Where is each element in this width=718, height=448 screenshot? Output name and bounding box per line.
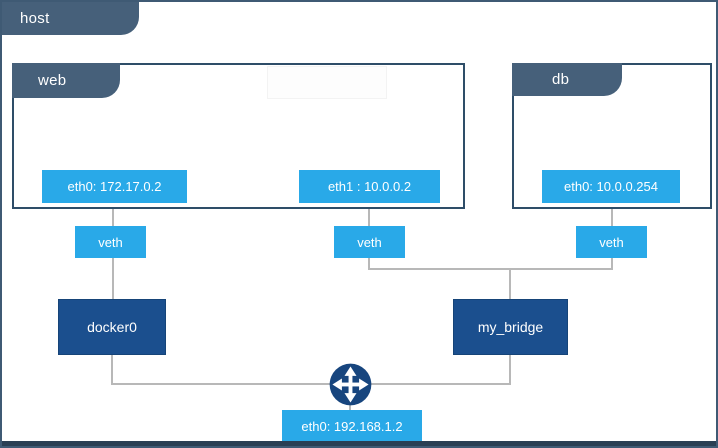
veth-db-eth0: veth (576, 226, 647, 258)
web-eth1-interface: eth1 : 10.0.0.2 (299, 170, 440, 203)
host-tab: host (2, 2, 139, 35)
connector-docker0-down (111, 355, 113, 385)
connector-web-eth0-to-veth (112, 202, 114, 226)
veth-label: veth (357, 234, 382, 250)
connector-veth-to-docker0 (112, 258, 114, 299)
connector-veth2-down (368, 258, 370, 270)
host-eth0-label: eth0: 192.168.1.2 (301, 418, 403, 434)
connector-web-eth1-to-veth (368, 202, 370, 226)
connector-mybridge-down (509, 355, 511, 385)
docker0-bridge: docker0 (58, 299, 166, 355)
host-label: host (20, 10, 50, 27)
connector-db-eth0-to-veth (611, 202, 613, 226)
web-container-tab: web (12, 63, 120, 98)
docker0-label: docker0 (87, 319, 137, 335)
db-label: db (552, 71, 570, 88)
connector-bridges-horizontal (111, 383, 511, 385)
web-label: web (38, 72, 67, 89)
veth-label: veth (98, 234, 123, 250)
host-eth0-interface: eth0: 192.168.1.2 (282, 410, 422, 442)
host-bottom-edge (2, 441, 716, 446)
veth-web-eth0: veth (75, 226, 146, 258)
web-eth1-label: eth1 : 10.0.0.2 (327, 179, 412, 194)
db-eth0-interface: eth0: 10.0.0.254 (542, 170, 680, 203)
connector-veth-join-horizontal (368, 268, 613, 270)
connector-veth3-down (611, 258, 613, 270)
db-eth0-label: eth0: 10.0.0.254 (564, 179, 658, 194)
my-bridge-label: my_bridge (477, 319, 544, 335)
my-bridge: my_bridge (453, 299, 568, 355)
web-eth0-label: eth0: 172.17.0.2 (67, 179, 162, 194)
web-eth0-interface: eth0: 172.17.0.2 (42, 170, 187, 203)
connector-join-to-mybridge (509, 268, 511, 299)
connector-router-to-host-eth0 (349, 402, 351, 410)
db-container-tab: db (512, 63, 622, 96)
veth-web-eth1: veth (334, 226, 405, 258)
router-icon (329, 363, 372, 406)
veth-label: veth (599, 234, 624, 250)
artifact-white-rectangle (267, 66, 387, 99)
